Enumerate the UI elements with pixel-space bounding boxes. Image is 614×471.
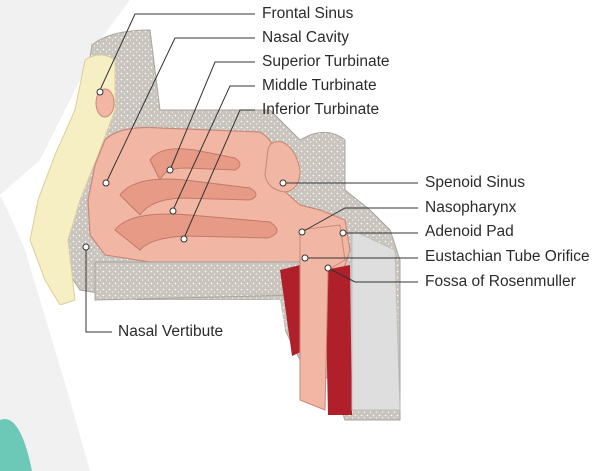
dot-adenoid-pad [340, 230, 346, 236]
dot-nasal-cavity [103, 180, 109, 186]
label-nasopharynx: Nasopharynx [425, 199, 516, 217]
dot-fossa [325, 265, 331, 271]
dot-frontal-sinus [97, 89, 103, 95]
label-inferior-turbinate: Inferior Turbinate [262, 101, 379, 119]
prevertebral-tissue [352, 230, 400, 410]
label-middle-turbinate: Middle Turbinate [262, 77, 377, 95]
label-spenoid-sinus: Spenoid Sinus [425, 174, 525, 192]
pharynx-muscle [325, 265, 352, 415]
dot-middle-turbinate [170, 208, 176, 214]
hard-palate [95, 262, 300, 300]
label-nasal-vestibule: Nasal Vertibute [118, 323, 223, 341]
label-fossa-of-rosenmuller: Fossa of Rosenmuller [425, 273, 576, 291]
label-nasal-cavity: Nasal Cavity [262, 29, 349, 47]
label-superior-turbinate: Superior Turbinate [262, 53, 390, 71]
label-eustachian-tube-orifice: Eustachian Tube Orifice [425, 248, 590, 266]
dot-nasal-vestibule [83, 244, 89, 250]
dot-eustachian-tube [302, 255, 308, 261]
dot-superior-turbinate [167, 167, 173, 173]
label-frontal-sinus: Frontal Sinus [262, 5, 353, 23]
label-adenoid-pad: Adenoid Pad [425, 223, 514, 241]
dot-inferior-turbinate [181, 236, 187, 242]
dot-nasopharynx [299, 229, 305, 235]
dot-spenoid-sinus [280, 180, 286, 186]
